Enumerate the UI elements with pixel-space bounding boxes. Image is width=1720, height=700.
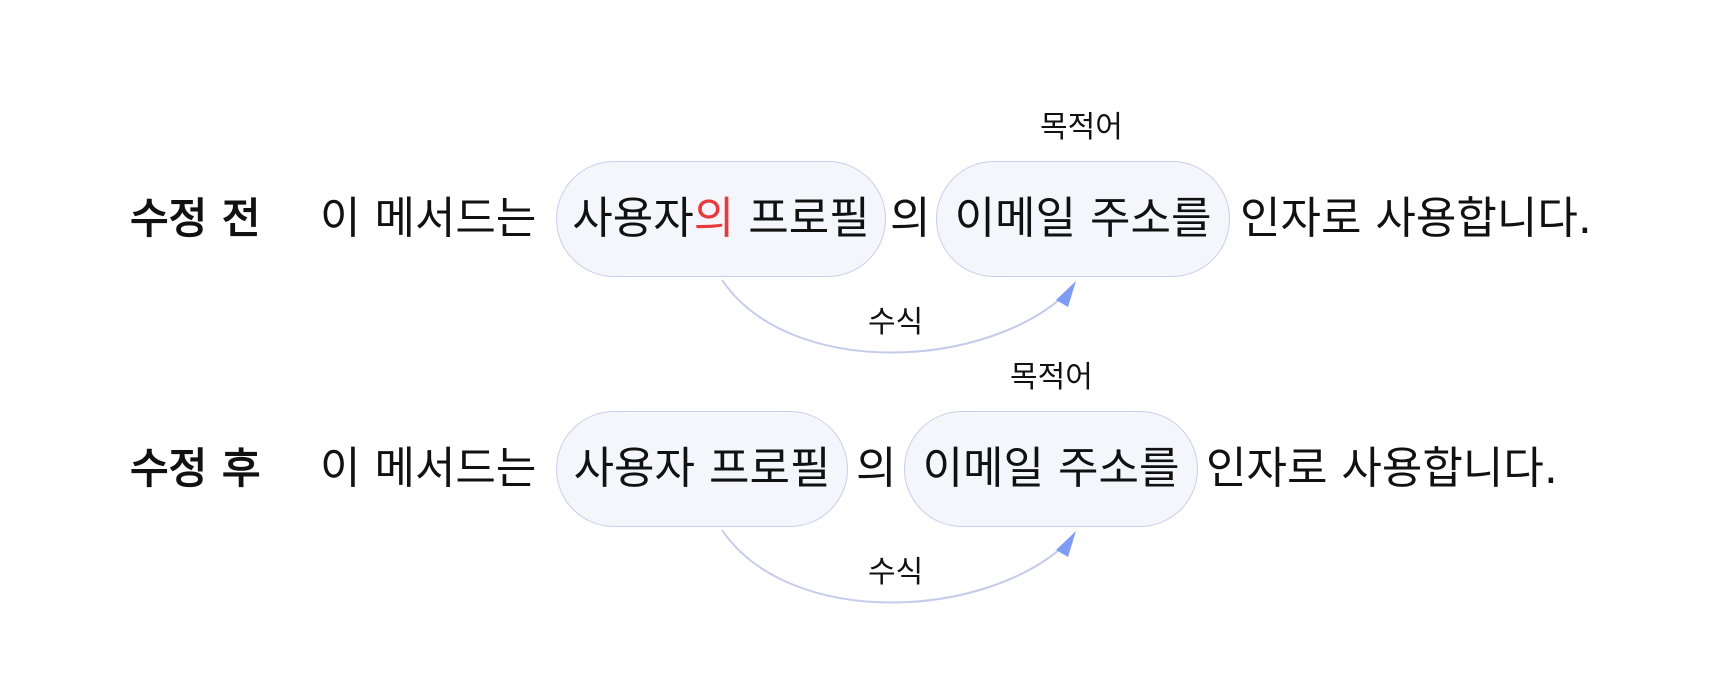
- before-connector: 의: [890, 193, 931, 244]
- before-label: 수정 전: [130, 194, 261, 243]
- before-prefix: 이 메서드는: [320, 193, 537, 244]
- before-suffix: 인자로 사용합니다.: [1240, 193, 1592, 244]
- after-modify-tag: 수식: [868, 555, 924, 590]
- after-suffix: 인자로 사용합니다.: [1206, 443, 1558, 494]
- arrowhead-before: [1056, 281, 1076, 307]
- before-object-pill: 이메일 주소를: [936, 161, 1230, 277]
- before-modifier-rest: 프로필: [748, 193, 870, 244]
- after-connector: 의: [856, 443, 897, 494]
- arrowhead-after: [1056, 531, 1076, 557]
- modify-arrow-before: [721, 279, 1071, 354]
- after-object-phrase: 이메일 주소를: [922, 443, 1180, 494]
- before-object-tag: 목적어: [1040, 110, 1123, 145]
- after-prefix: 이 메서드는: [320, 443, 537, 494]
- after-modifier-pill: 사용자 프로필: [556, 411, 848, 527]
- before-object-phrase: 이메일 주소를: [954, 193, 1212, 244]
- after-label: 수정 후: [130, 444, 261, 493]
- after-object-tag: 목적어: [1010, 360, 1093, 395]
- before-modify-tag: 수식: [868, 305, 924, 340]
- modify-arrow-after: [721, 529, 1071, 604]
- before-modifier-main: 사용자: [572, 193, 694, 244]
- after-modifier-phrase: 사용자 프로필: [573, 443, 831, 494]
- after-object-pill: 이메일 주소를: [904, 411, 1198, 527]
- before-modifier-particle: 의: [693, 193, 735, 244]
